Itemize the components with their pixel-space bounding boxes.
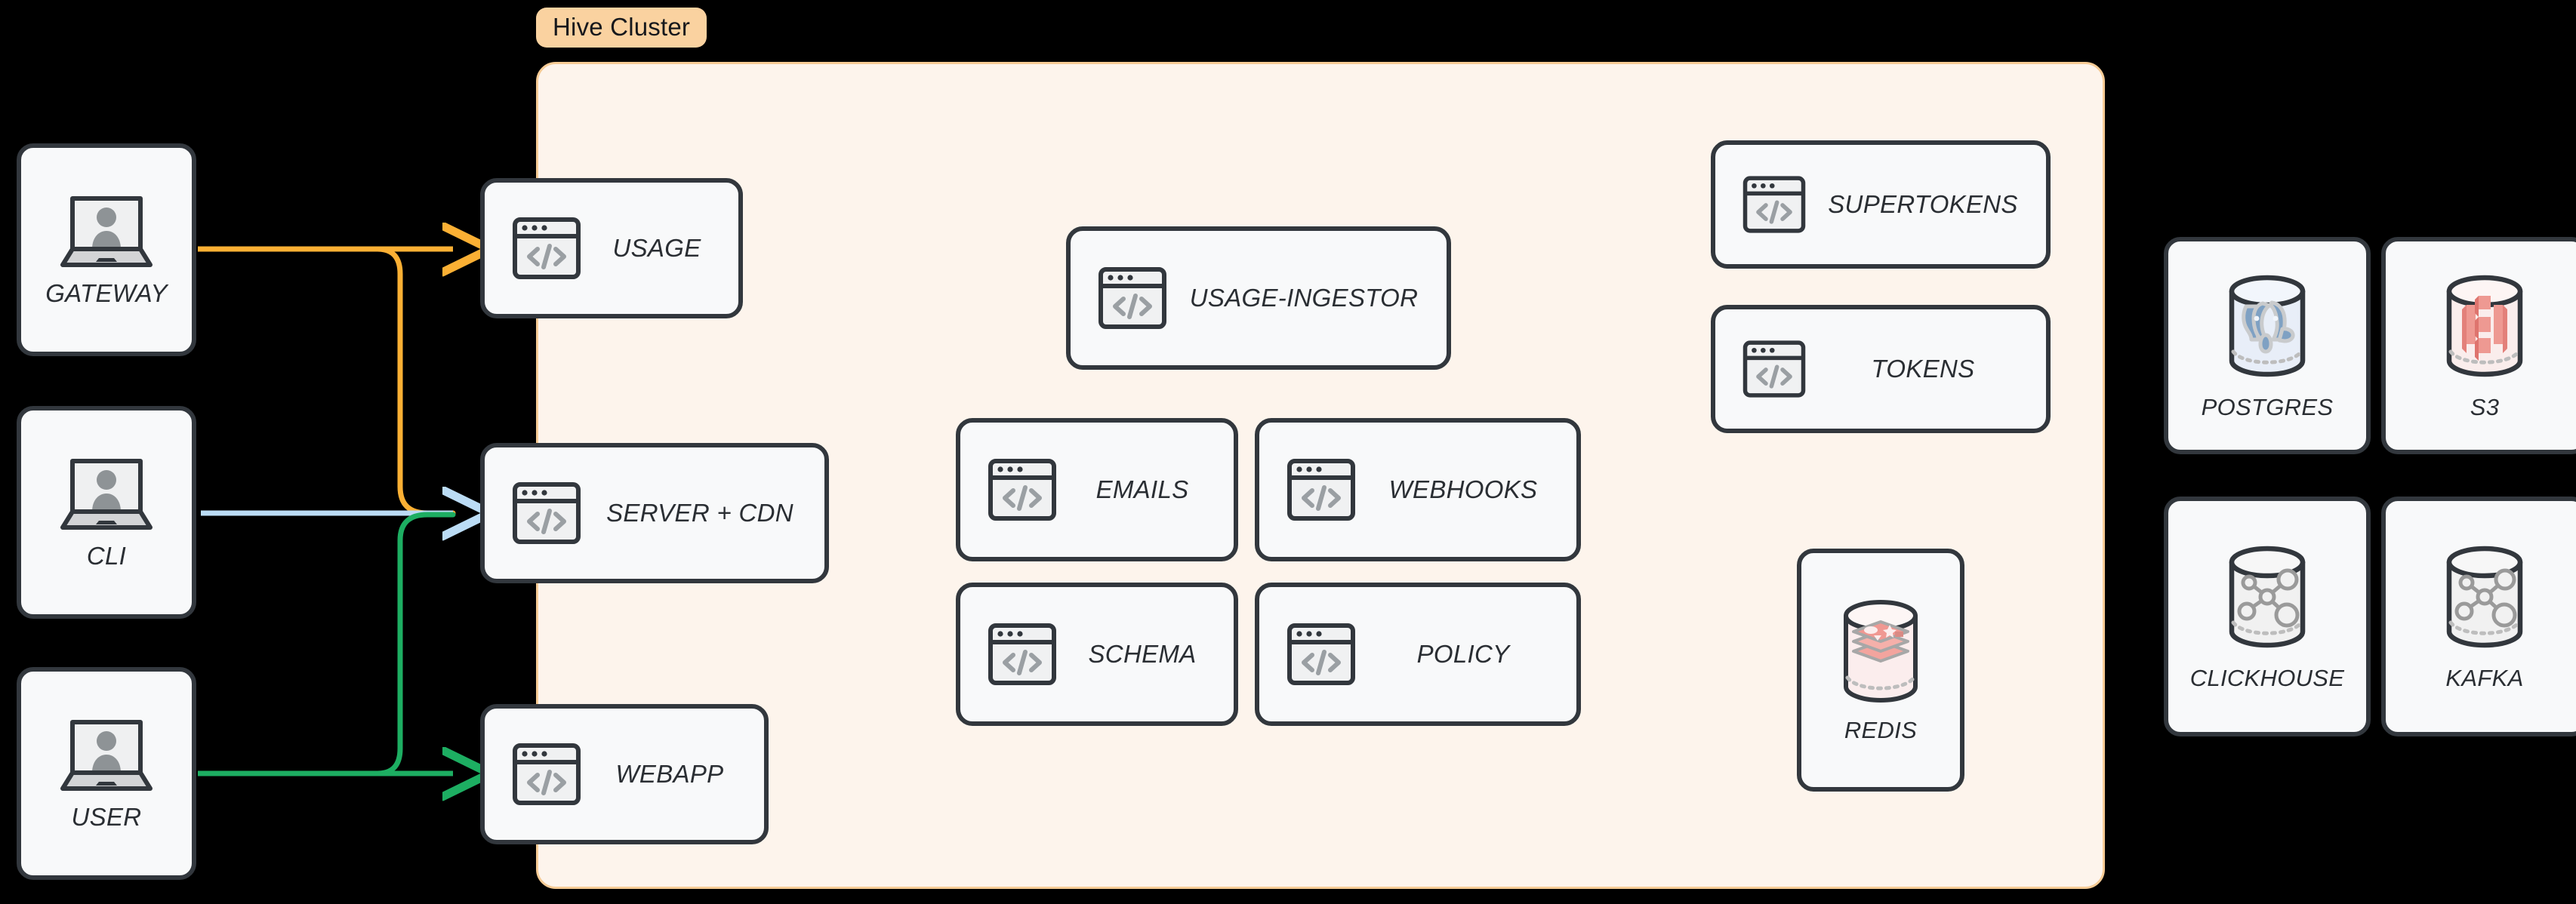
datastore-label-kafka: KAFKA <box>2445 665 2524 691</box>
wire-user-to-server-cdn <box>374 512 456 776</box>
service-node-supertokens[interactable]: SUPERTOKENS <box>1711 140 2051 269</box>
database-s3-icon <box>2431 270 2538 383</box>
service-node-webapp[interactable]: WEBAPP <box>480 704 769 844</box>
service-node-server-cdn[interactable]: SERVER + CDN <box>480 443 829 583</box>
service-label-server-cdn: SERVER + CDN <box>606 499 793 527</box>
datastore-node-s3[interactable]: S3 <box>2381 237 2576 454</box>
service-label-usage: USAGE <box>612 234 701 262</box>
service-label-policy: POLICY <box>1416 640 1510 668</box>
database-generic-icon <box>2431 541 2538 654</box>
datastore-node-postgres[interactable]: POSTGRES <box>2164 237 2371 454</box>
wire-gateway-to-server-cdn <box>374 246 456 516</box>
service-node-webhooks[interactable]: WEBHOOKS <box>1255 418 1581 561</box>
code-window-icon <box>510 738 583 810</box>
code-window-icon <box>986 454 1058 526</box>
service-label-schema: SCHEMA <box>1088 640 1197 668</box>
database-generic-icon <box>2214 541 2321 654</box>
client-node-cli[interactable]: CLI <box>17 406 196 619</box>
service-label-emails: EMAILS <box>1095 475 1189 503</box>
client-node-gateway[interactable]: GATEWAY <box>17 143 196 356</box>
service-label-tokens: TOKENS <box>1871 355 1975 383</box>
service-node-tokens[interactable]: TOKENS <box>1711 305 2051 433</box>
service-label-usage-ingestor: USAGE-INGESTOR <box>1189 284 1419 312</box>
code-window-icon <box>986 618 1058 690</box>
datastore-label-postgres: POSTGRES <box>2201 394 2334 420</box>
service-node-schema[interactable]: SCHEMA <box>956 583 1238 726</box>
code-window-icon <box>1741 171 1807 238</box>
client-node-user[interactable]: USER <box>17 667 196 880</box>
service-node-usage[interactable]: USAGE <box>480 178 743 318</box>
datastore-node-kafka[interactable]: KAFKA <box>2381 497 2576 736</box>
code-window-icon <box>510 212 583 284</box>
client-label-user: USER <box>71 803 142 831</box>
laptop-user-icon <box>57 715 156 797</box>
code-window-icon <box>1096 262 1169 334</box>
service-node-emails[interactable]: EMAILS <box>956 418 1238 561</box>
hive-cluster-badge: Hive Cluster <box>536 8 707 48</box>
code-window-icon <box>1285 618 1357 690</box>
service-label-supertokens: SUPERTOKENS <box>1828 190 2018 218</box>
service-node-policy[interactable]: POLICY <box>1255 583 1581 726</box>
service-label-webapp: WEBAPP <box>615 760 724 788</box>
client-label-gateway: GATEWAY <box>45 279 168 307</box>
service-label-webhooks: WEBHOOKS <box>1388 475 1538 503</box>
database-postgres-icon <box>2214 270 2321 383</box>
client-label-cli: CLI <box>86 542 127 570</box>
service-node-usage-ingestor[interactable]: USAGE-INGESTOR <box>1066 226 1451 370</box>
code-window-icon <box>1741 336 1807 402</box>
laptop-user-icon <box>57 454 156 536</box>
datastore-node-clickhouse[interactable]: CLICKHOUSE <box>2164 497 2371 736</box>
code-window-icon <box>510 477 583 549</box>
code-window-icon <box>1285 454 1357 526</box>
datastore-node-redis[interactable]: REDIS <box>1797 549 1964 792</box>
laptop-user-icon <box>57 192 156 273</box>
datastore-label-s3: S3 <box>2470 394 2500 420</box>
database-redis-icon <box>1829 596 1932 706</box>
datastore-label-clickhouse: CLICKHOUSE <box>2189 665 2345 691</box>
datastore-label-redis: REDIS <box>1844 717 1918 743</box>
